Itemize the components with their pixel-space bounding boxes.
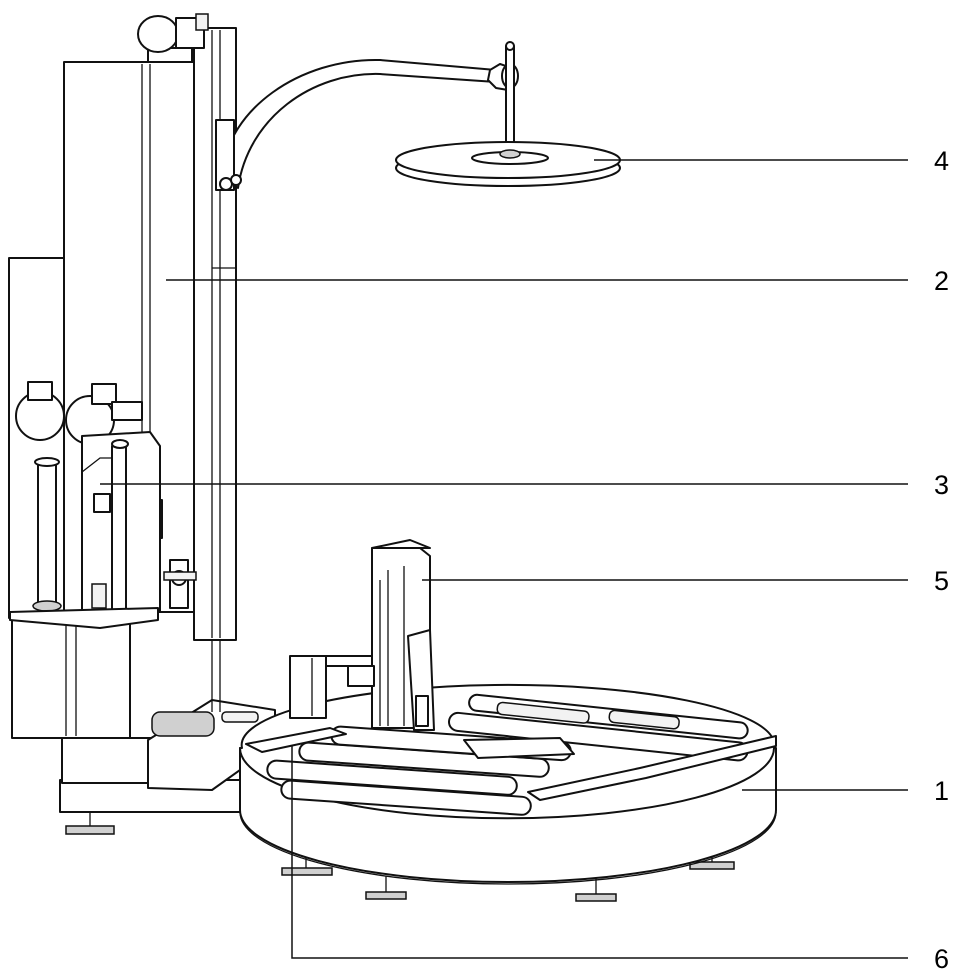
callout-labels: 4 2 3 5 1 6 [934,146,949,972]
callout-4: 4 [934,146,949,176]
leader-lines [100,159,908,959]
callout-3: 3 [934,470,949,500]
top-press-arm [215,41,621,191]
side-guide [289,539,435,731]
leader-6 [291,746,908,959]
film-carriage [9,381,161,629]
callout-2: 2 [934,266,949,296]
turntable [239,683,777,902]
callout-1: 1 [934,776,949,806]
callout-5: 5 [934,566,949,596]
callout-6: 6 [934,944,949,972]
turntable-rollers [266,693,749,816]
